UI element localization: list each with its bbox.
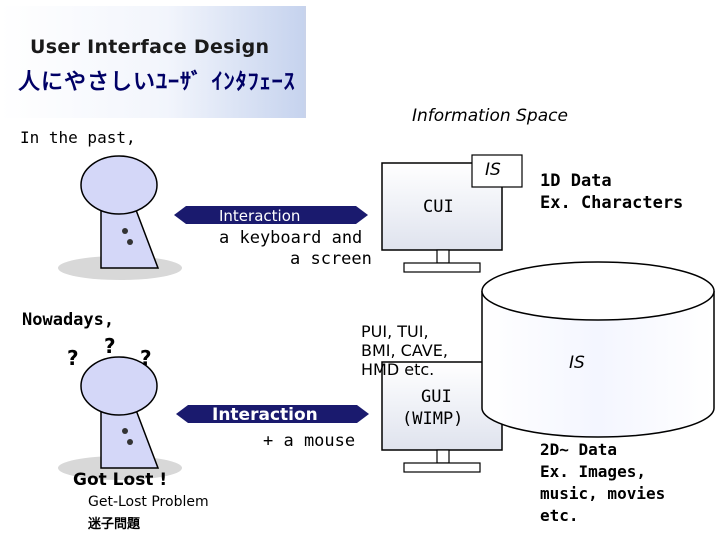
data-1d-example: Ex. Characters [540, 193, 684, 213]
is-cylinder [481, 261, 715, 438]
person-now [58, 356, 182, 480]
title-japanese: 人にやさしいﾕｰｻﾞ ｲﾝﾀﾌｪｰｽ [18, 70, 296, 95]
wimp-label: (WIMP) [402, 409, 464, 429]
get-lost-problem: Get-Lost Problem [88, 494, 209, 510]
is-label-now: IS [569, 353, 585, 373]
device-keyboard: a keyboard and [219, 228, 363, 248]
interaction-label-now: Interaction [212, 405, 318, 425]
other-ui-line2: BMI, CAVE, [361, 341, 448, 360]
other-ui-line1: PUI, TUI, [361, 322, 429, 341]
person-past-button [127, 239, 133, 245]
person-past [58, 155, 182, 280]
person-now-button [122, 428, 128, 434]
information-space-label: Information Space [412, 106, 568, 126]
got-lost-label: Got Lost ! [73, 470, 168, 490]
question-mark: ? [104, 334, 116, 358]
person-now-body [100, 409, 160, 469]
person-now-button [127, 439, 133, 445]
is-label-past: IS [485, 160, 501, 180]
data-2d-label: 2D~ Data [540, 440, 618, 459]
title-banner [0, 6, 306, 118]
other-ui-line3: HMD etc. [361, 360, 435, 379]
person-past-button [122, 228, 128, 234]
is-box-past [471, 154, 523, 188]
person-past-head [80, 155, 158, 215]
interaction-arrow-now [176, 405, 369, 423]
cui-label: CUI [423, 197, 454, 217]
interaction-label-past: Interaction [219, 207, 301, 225]
data-2d-example-2: music, movies [540, 484, 666, 503]
person-now-head [80, 356, 158, 416]
in-the-past-label: In the past, [20, 128, 136, 147]
interaction-arrow-past [174, 206, 368, 224]
person-past-body [100, 209, 160, 269]
data-2d-example-1: Ex. Images, [540, 462, 646, 481]
question-mark: ? [140, 346, 152, 370]
device-mouse: + a mouse [263, 431, 356, 451]
data-1d-label: 1D Data [540, 171, 612, 191]
question-mark: ? [67, 346, 79, 370]
gui-label: GUI [421, 387, 452, 407]
data-2d-example-3: etc. [540, 506, 579, 525]
title-english: User Interface Design [30, 36, 270, 58]
device-screen: a screen [290, 249, 372, 269]
nowadays-label: Nowadays, [22, 310, 115, 330]
get-lost-problem-jp: 迷子問題 [88, 517, 141, 532]
